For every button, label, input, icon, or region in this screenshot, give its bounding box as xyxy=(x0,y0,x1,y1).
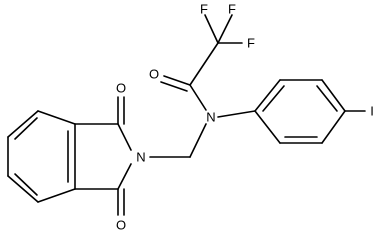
bond-benzo-2 xyxy=(37,110,76,125)
atom-f2-label: F xyxy=(228,2,236,17)
bond-benzo-5 xyxy=(7,175,39,203)
bond-n-aryl xyxy=(217,110,256,118)
bond-cf3-carbonyl xyxy=(189,42,219,86)
atom-amide-nitrogen-label: N xyxy=(206,110,215,125)
bond-benzo-inner-2 xyxy=(14,117,38,140)
atom-labels: F F F O N I O N O xyxy=(116,2,374,233)
bond-aryl-inner-1 xyxy=(262,85,285,112)
bond-aryl-1 xyxy=(254,79,281,112)
bond-imide-n-c1 xyxy=(117,123,132,151)
bond-aryl-6 xyxy=(254,110,281,144)
bond-carbonyl-n xyxy=(189,84,207,111)
bond-aryl-3 xyxy=(321,79,346,112)
bond-aryl-4 xyxy=(321,110,346,144)
atom-carbonyl-oxygen-label: O xyxy=(149,67,159,82)
bond-aryl-inner-2 xyxy=(316,85,338,112)
bond-carbonyl-double-2 xyxy=(160,81,188,92)
atom-imide-oxygen-bottom-label: O xyxy=(116,218,126,233)
bond-imide-n-c3 xyxy=(117,163,132,190)
bond-c-f2 xyxy=(217,14,233,44)
bond-c-f1 xyxy=(204,14,219,44)
atom-iodine-label: I xyxy=(370,104,374,119)
bonds xyxy=(7,14,366,216)
bond-carbonyl-double-1 xyxy=(163,75,191,86)
bond-n-methylene xyxy=(189,123,207,158)
atom-f3-label: F xyxy=(247,36,255,51)
bond-benzo-3 xyxy=(7,110,39,138)
bond-benzo-6 xyxy=(37,188,76,203)
atom-f1-label: F xyxy=(200,2,208,17)
atom-imide-oxygen-top-label: O xyxy=(116,81,126,96)
atom-imide-nitrogen-label: N xyxy=(136,150,145,165)
bond-benzo-inner-3 xyxy=(14,173,38,196)
